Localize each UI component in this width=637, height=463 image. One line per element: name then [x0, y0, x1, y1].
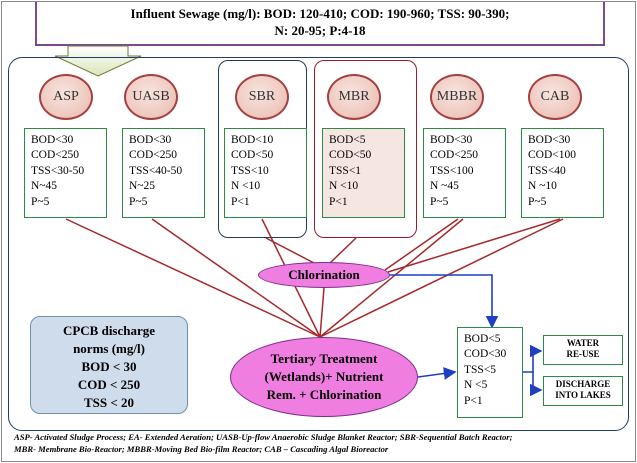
- param-p: P~5: [430, 195, 449, 208]
- chlorination-node: Chlorination: [258, 262, 390, 288]
- process-panel: [8, 57, 629, 431]
- line-asp-tertiary: [65, 218, 321, 338]
- arrow-final-reuse: [523, 344, 543, 373]
- param-p: P~5: [31, 195, 50, 208]
- param-bod: BOD<5: [329, 134, 366, 146]
- final-n: N <5: [464, 379, 488, 392]
- line-cab-chlor: [387, 218, 561, 273]
- cpcb-title2: norms (mg/l): [73, 341, 145, 356]
- param-bod: BOD<30: [31, 134, 74, 146]
- line-mbr-chlor: [329, 237, 357, 264]
- process-circle-sbr: SBR: [235, 74, 289, 120]
- arrow-chlor-final: [390, 274, 499, 329]
- param-n: N~25: [129, 180, 156, 193]
- abbreviation-legend: ASP- Activated Sludge Process; EA- Exten…: [14, 432, 626, 455]
- process-circle-mbbr: MBBR: [430, 74, 484, 120]
- final-tss: TSS<5: [464, 363, 497, 376]
- params-box-mbbr: BOD<30 COD<250 TSS<100 N ~45 P~5: [423, 128, 506, 218]
- param-tss: TSS<40-50: [129, 164, 183, 177]
- tertiary-line2: (Wetlands)+ Nutrient: [264, 369, 384, 384]
- param-tss: TSS<30-50: [31, 164, 85, 177]
- line-mbbr-tertiary: [319, 218, 464, 338]
- param-cod: COD<250: [31, 149, 80, 162]
- param-n: N ~45: [430, 180, 459, 193]
- param-n: N <10: [231, 180, 261, 193]
- param-tss: TSS<1: [329, 164, 362, 177]
- param-n: N~45: [31, 180, 58, 193]
- arrow-final-discharge: [529, 372, 543, 397]
- discharge-line2: INTO LAKES: [555, 390, 611, 400]
- params-box-cab: BOD<30 COD<100 TSS<40 N ~10 P~5: [521, 128, 604, 218]
- line-mbbr-chlor: [384, 218, 459, 271]
- param-p: P~5: [129, 195, 148, 208]
- param-tss: TSS<100: [430, 164, 474, 177]
- down-arrow: [54, 45, 142, 77]
- param-tss: TSS<10: [231, 164, 269, 177]
- line-chlor-tertiary: [319, 287, 325, 338]
- params-box-mbr: BOD<5 COD<50 TSS<1 N <10 P<1: [322, 128, 405, 218]
- line-cab-tertiary: [319, 218, 564, 338]
- param-bod: BOD<10: [231, 134, 274, 146]
- param-bod: BOD<30: [129, 134, 172, 146]
- mbr-highlight-frame: [314, 60, 417, 238]
- reuse-line1: WATER: [566, 338, 600, 348]
- cpcb-tss: TSS < 20: [83, 395, 135, 410]
- tertiary-treatment-node: Tertiary Treatment (Wetlands)+ Nutrient …: [230, 337, 418, 417]
- line-sbr-chlor: [265, 237, 315, 264]
- water-reuse-box: WATER RE-USE: [543, 335, 623, 365]
- param-bod: BOD<30: [528, 134, 571, 146]
- process-circle-cab: CAB: [528, 74, 582, 120]
- params-box-sbr: BOD<10 COD<50 TSS<10 N <10 P<1: [224, 128, 307, 218]
- final-cod: COD<30: [464, 348, 507, 361]
- params-box-asp: BOD<30 COD<250 TSS<30-50 N~45 P~5: [24, 128, 107, 218]
- param-tss: TSS<40: [528, 164, 566, 177]
- final-p: P<1: [464, 394, 483, 407]
- param-cod: COD<100: [528, 149, 577, 162]
- influent-line1: Influent Sewage (mg/l): BOD: 120-410; CO…: [130, 6, 510, 21]
- cpcb-norms-box: CPCB discharge norms (mg/l) BOD < 30 COD…: [30, 316, 188, 414]
- param-cod: COD<50: [329, 149, 372, 162]
- param-cod: COD<250: [430, 149, 479, 162]
- param-cod: COD<50: [231, 149, 274, 162]
- param-n: N <10: [329, 180, 359, 193]
- line-uasb-tertiary: [151, 218, 321, 338]
- param-n: N ~10: [528, 180, 557, 193]
- legend-line2: MBR- Membrane Bio-Reactor; MBBR-Moving B…: [14, 443, 389, 454]
- final-effluent-box: BOD<5 COD<30 TSS<5 N <5 P<1: [457, 327, 523, 418]
- cpcb-title1: CPCB discharge: [62, 323, 156, 338]
- cpcb-bod: BOD < 30: [81, 359, 137, 374]
- arrow-tertiary-final: [417, 367, 457, 380]
- influent-line2: N: 20-95; P:4-18: [274, 23, 366, 38]
- process-circle-asp: ASP: [39, 74, 93, 120]
- influent-header: Influent Sewage (mg/l): BOD: 120-410; CO…: [35, 2, 605, 46]
- param-p: P<1: [329, 195, 348, 208]
- param-p: P<1: [231, 195, 250, 208]
- reuse-line2: RE-USE: [566, 349, 600, 359]
- param-cod: COD<250: [129, 149, 178, 162]
- tertiary-line1: Tertiary Treatment: [270, 351, 378, 366]
- param-p: P~5: [528, 195, 547, 208]
- params-box-uasb: BOD<30 COD<250 TSS<40-50 N~25 P~5: [122, 128, 205, 218]
- process-circle-mbr: MBR: [327, 74, 381, 120]
- discharge-box: DISCHARGE INTO LAKES: [543, 376, 623, 406]
- param-bod: BOD<30: [430, 134, 473, 146]
- final-bod: BOD<5: [464, 333, 501, 345]
- process-circle-uasb: UASB: [124, 74, 178, 120]
- tertiary-line3: Rem. + Chlorination: [266, 387, 382, 402]
- cpcb-cod: COD < 250: [77, 377, 141, 392]
- legend-line1: ASP- Activated Sludge Process; EA- Exten…: [14, 432, 513, 442]
- discharge-line1: DISCHARGE: [555, 379, 611, 389]
